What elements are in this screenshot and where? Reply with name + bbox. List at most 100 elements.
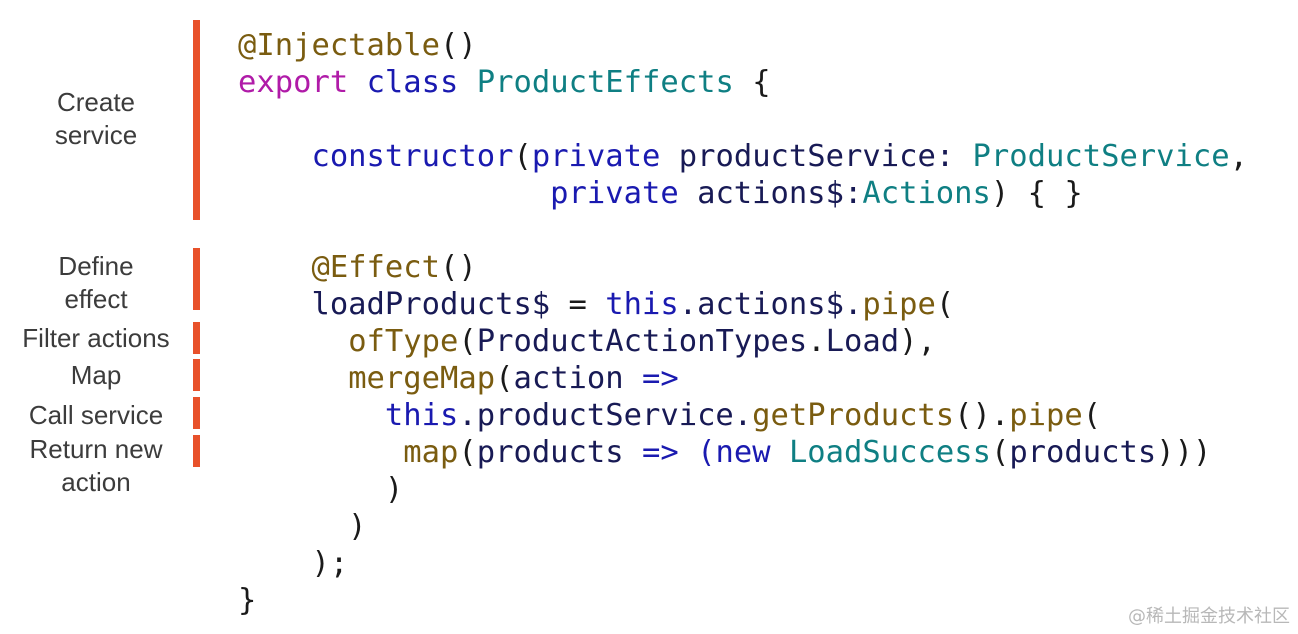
code-indent (238, 250, 311, 285)
watermark: @稀土掘金技术社区 (1128, 606, 1290, 627)
identifier: products (1009, 435, 1157, 470)
code-line: @Injectable() (238, 27, 1248, 64)
code-token: . (807, 324, 826, 359)
code-line-blank (238, 101, 1248, 138)
code-token: } (238, 583, 257, 618)
code-indent (238, 176, 550, 211)
annotation-map: Map (0, 359, 192, 392)
code-line: constructor(private productService: Prod… (238, 138, 1248, 175)
arrow-operator: => ( (623, 435, 716, 470)
annotation-define-effect: Define effect (0, 250, 192, 316)
function-name: ofType (348, 324, 459, 359)
decorator: @Injectable (238, 28, 440, 63)
keyword: private (550, 176, 679, 211)
type-name: Actions (862, 176, 991, 211)
keyword: this (605, 287, 679, 322)
code-indent (238, 361, 348, 396)
function-name: mergeMap (348, 361, 496, 396)
function-name: pipe (1009, 398, 1083, 433)
keyword: class (366, 65, 459, 100)
annotation-line: service (54, 120, 138, 150)
code-line: ); (238, 545, 1248, 582)
code-block: @Injectable()export class ProductEffects… (238, 27, 1248, 619)
section-bar-call-service (193, 397, 200, 429)
code-token: = (550, 287, 606, 322)
identifier: products (476, 435, 624, 470)
section-bar-filter-actions (193, 322, 200, 354)
code-token: ) { } (990, 176, 1083, 211)
identifier: ProductActionTypes (476, 324, 808, 359)
keyword: constructor (311, 139, 514, 174)
decorator: @Effect (311, 250, 440, 285)
section-bar-map (193, 359, 200, 391)
code-token: ( (935, 287, 955, 322)
code-indent (238, 139, 311, 174)
function-name: map (403, 435, 459, 470)
code-line: export class ProductEffects { (238, 64, 1248, 101)
keyword: new (715, 435, 771, 470)
code-line-blank (238, 212, 1248, 249)
code-line: ofType(ProductActionTypes.Load), (238, 323, 1248, 360)
code-token: ) (238, 509, 367, 544)
keyword: export (238, 65, 349, 100)
code-token: (). (954, 398, 1010, 433)
class-name: LoadSuccess (788, 435, 991, 470)
code-token: ( (458, 324, 477, 359)
code-token: ); (238, 546, 349, 581)
code-token: { (733, 65, 771, 100)
annotation-line: Map (70, 360, 122, 390)
section-bar-define-effect (193, 248, 200, 310)
annotation-line: action (61, 467, 131, 497)
code-indent (238, 435, 403, 470)
annotation-line: Return new (29, 434, 163, 464)
code-token (771, 435, 789, 470)
code-line: map(products => (new LoadSuccess(product… (238, 434, 1248, 471)
section-bar-create-service (193, 20, 200, 220)
code-line: } (238, 582, 1248, 619)
identifier: productService: (660, 139, 973, 174)
code-token: ( (990, 435, 1010, 470)
identifier: .productService. (458, 398, 753, 433)
annotation-line: Define (58, 251, 134, 281)
code-line: mergeMap(action => (238, 360, 1248, 397)
class-name: ProductEffects (476, 65, 734, 100)
identifier: action (513, 361, 624, 396)
identifier: loadProducts$ (311, 287, 551, 322)
annotation-filter-actions: Filter actions (0, 322, 192, 355)
type-name: ProductService (972, 139, 1230, 174)
annotation-line: Call service (28, 400, 164, 430)
annotation-return-new-action: Return new action (0, 433, 192, 499)
code-line: ) (238, 508, 1248, 545)
code-line: private actions$:Actions) { } (238, 175, 1248, 212)
function-name: getProducts (752, 398, 955, 433)
identifier: Load (825, 324, 900, 359)
code-token: () (440, 28, 477, 63)
code-line: loadProducts$ = this.actions$.pipe( (238, 286, 1248, 323)
code-token: ( (1082, 398, 1102, 433)
keyword: this (384, 398, 459, 433)
code-token: ))) (1156, 435, 1212, 470)
code-token: , (1229, 139, 1248, 174)
keyword: private (531, 139, 661, 174)
code-token: () (440, 250, 477, 285)
code-token (348, 65, 366, 100)
section-bar-return-new-action (193, 435, 200, 467)
annotation-line: effect (64, 284, 128, 314)
code-line: this.productService.getProducts().pipe( (238, 397, 1248, 434)
code-indent (238, 287, 311, 322)
annotation-create-service: Create service (0, 86, 192, 152)
code-token: ) (238, 472, 404, 507)
code-token: ( (458, 435, 477, 470)
code-token (458, 65, 476, 100)
code-indent (238, 398, 385, 433)
code-indent (238, 324, 348, 359)
code-line: @Effect() (238, 249, 1248, 286)
code-token: ), (899, 324, 936, 359)
function-name: pipe (862, 287, 936, 322)
identifier: actions$: (678, 176, 863, 211)
identifier: .actions$. (678, 287, 863, 322)
code-line: ) (238, 471, 1248, 508)
code-token: ( (513, 139, 532, 174)
arrow-operator: => (623, 361, 698, 396)
annotation-call-service: Call service (0, 399, 192, 432)
